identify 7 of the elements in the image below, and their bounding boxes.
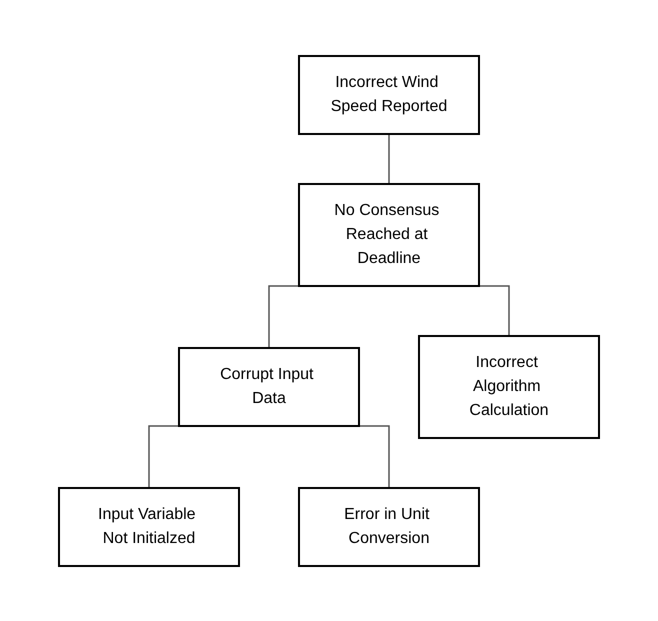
node-box: Error in Unit Conversion	[298, 486, 480, 566]
node-box: Corrupt Input Data	[178, 346, 360, 426]
node-box: No Consensus Reached at Deadline	[298, 182, 480, 286]
connector	[388, 132, 390, 184]
node-box: Incorrect Algorithm Calculation	[418, 334, 600, 438]
node-box: Input Variable Not Initialzed	[58, 486, 240, 566]
node-box: Incorrect Wind Speed Reported	[298, 54, 480, 134]
